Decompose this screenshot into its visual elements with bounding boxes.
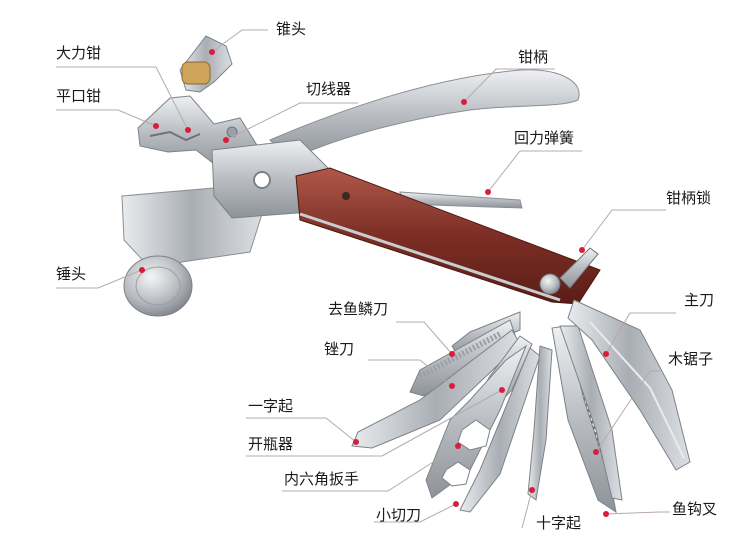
label-phillips: 十字起	[536, 514, 582, 532]
leader-return-spring	[487, 150, 582, 193]
dot-small-knife	[453, 501, 459, 507]
leader-wire-cutter	[225, 102, 358, 141]
label-fish-scaler: 去鱼鳞刀	[328, 300, 389, 318]
leader-bottle-opener	[246, 389, 503, 457]
dot-flat-screwdriver	[353, 439, 359, 445]
dot-wire-cutter	[223, 137, 229, 143]
dot-phillips	[529, 487, 535, 493]
dot-return-spring	[485, 189, 491, 195]
dot-flat-pliers	[153, 123, 159, 129]
leader-main-knife	[605, 312, 676, 355]
label-bottle-opener: 开瓶器	[248, 435, 294, 453]
main-knife	[567, 299, 691, 471]
leader-saw	[595, 370, 660, 453]
label-small-knife: 小切刀	[376, 506, 422, 524]
leader-hex-wrench	[282, 445, 459, 492]
dot-hex-wrench	[455, 443, 461, 449]
leader-fish-scaler	[396, 321, 453, 355]
leader-plier-handle	[463, 68, 555, 103]
dot-handle-lock	[579, 247, 585, 253]
label-handle-lock: 钳柄锁	[666, 189, 712, 207]
label-hex-wrench: 内六角扳手	[284, 470, 360, 488]
label-wire-cutter: 切线器	[306, 80, 352, 98]
label-awl-head: 锥头	[276, 20, 307, 38]
dot-plier-handle	[461, 99, 467, 105]
dot-main-knife	[603, 351, 609, 357]
label-locking-pliers: 大力钳	[56, 44, 102, 62]
handle-lock	[539, 273, 561, 295]
leader-flat-pliers	[56, 109, 157, 127]
dot-awl-head	[209, 49, 215, 55]
plier-handle	[269, 69, 580, 161]
leader-awl-head	[211, 29, 268, 53]
label-plier-handle: 钳柄	[518, 48, 549, 66]
dot-bottle-opener	[499, 387, 505, 393]
phillips-screwdriver	[527, 345, 553, 501]
leader-file	[368, 359, 453, 387]
label-fish-hook: 鱼钩叉	[672, 500, 718, 518]
dot-saw	[593, 449, 599, 455]
leader-phillips	[521, 489, 533, 529]
label-flat-pliers: 平口钳	[56, 87, 102, 105]
hammer-face	[123, 255, 193, 317]
leader-hammer	[56, 269, 143, 289]
label-return-spring: 回力弹簧	[514, 129, 575, 147]
leader-fish-hook	[605, 511, 670, 515]
dot-locking-pliers	[185, 127, 191, 133]
label-saw: 木锯子	[668, 350, 714, 368]
dot-fish-scaler	[449, 351, 455, 357]
dot-fish-hook	[603, 511, 609, 517]
dot-file	[449, 383, 455, 389]
leader-small-knife	[374, 503, 457, 523]
dot-hammer	[139, 267, 145, 273]
leader-locking-pliers	[56, 66, 189, 131]
label-file: 锉刀	[324, 340, 355, 358]
label-flat-screwdriver: 一字起	[248, 397, 294, 415]
leader-flat-screwdriver	[246, 417, 357, 443]
label-hammer: 锤头	[56, 265, 87, 283]
leader-handle-lock	[581, 209, 666, 251]
label-main-knife: 主刀	[684, 291, 715, 309]
